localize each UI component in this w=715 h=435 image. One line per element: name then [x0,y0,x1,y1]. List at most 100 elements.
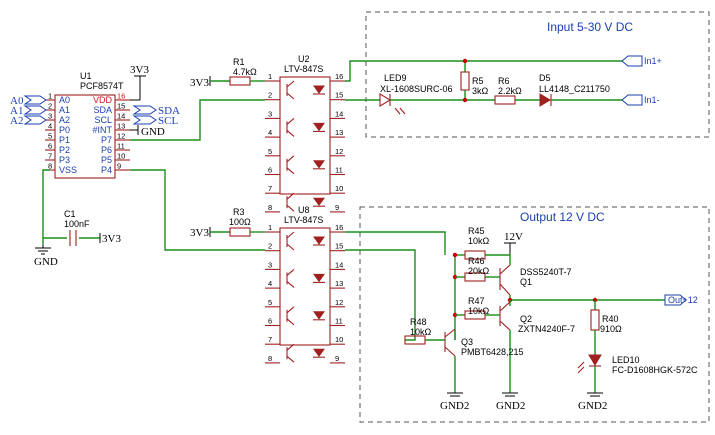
u1-pin-number: 11 [117,142,125,151]
opto-pin-number: 1 [268,223,272,232]
opto-led-icon [313,311,325,320]
opto-pin-number: 14 [335,260,343,269]
u1-pin-number: 3 [48,112,52,121]
opto-pin-number: 15 [335,242,343,251]
opto-pin-number: 7 [268,335,272,344]
opto-pin-number: 6 [268,166,272,175]
opto-pin-number: 10 [335,335,343,344]
u1-pin-number: 4 [48,122,52,131]
in-minus-port[interactable] [621,94,643,106]
opto-led-icon [313,85,325,94]
opto-pin-number: 3 [268,260,272,269]
opto-pin-number: 2 [268,242,272,251]
u1-ref: U1 [80,71,92,81]
net-3v3-top: 3V3 [130,64,149,76]
net-12v: 12V [504,231,523,243]
gnd-symbol-c1 [35,245,51,255]
input-section-box [365,11,710,138]
opto-pin-number: 10 [335,184,343,193]
r47-value: 10kΩ [468,306,490,316]
opto-pin-number: 4 [268,279,272,288]
opto-led-icon [313,197,325,207]
opto-pin-number: 1 [268,72,272,81]
q1-value: DSS5240T-7 [520,267,572,277]
u1-pin-name: VDD [93,95,113,105]
r6-resistor [494,95,516,105]
net-gnd-u1: GND [141,126,165,138]
u1-pin-number: 5 [48,132,52,141]
led10-ref: LED10 [612,355,640,365]
opto-pin-number: 16 [335,223,343,232]
opto-pin-number: 11 [335,166,343,175]
u1-pin-name: P3 [59,155,70,165]
r40-ref: R40 [602,314,619,324]
q2-ref: Q2 [520,314,532,324]
u1-pin-number: 15 [117,102,125,111]
u1-pin-name: SCL [94,115,112,125]
led10-value: FC-D1608HGK-572C [612,365,698,375]
net-sda: SDA [158,105,180,117]
net-3v3-c1: 3V3 [102,233,121,245]
opto-pin-number: 15 [335,91,343,100]
input-section-title: Input 5-30 V DC [547,20,633,34]
r5-resistor [460,71,470,91]
opto-led-icon [313,160,325,169]
opto-pin-number: 3 [268,109,272,118]
u1-pin-number: 12 [117,132,125,141]
u1-pin-name: P0 [59,125,70,135]
u1-part: PCF8574T [80,81,124,91]
led9-diode [379,93,406,115]
d5-ref: D5 [539,73,551,83]
opto-led-icon [313,348,325,358]
opto-pin-number: 8 [268,203,272,212]
u1-pin-name: P1 [59,135,70,145]
r3-ref: R3 [233,207,245,217]
q1-ref: Q1 [520,277,532,287]
c1-capacitor [69,230,77,246]
r46-ref: R46 [468,256,485,266]
u1-pin-number: 13 [117,122,125,131]
c1-value: 100nF [64,219,90,229]
d5-value: LL4148_C211750 [539,84,610,94]
u1-pin-name: P7 [101,135,112,145]
output-section-title: Output 12 V DC [520,210,605,224]
r1-ref: R1 [233,57,245,67]
r47-ref: R47 [468,296,485,306]
u8-part: LTV-847S [284,215,323,225]
r48-ref: R48 [410,317,427,327]
output-section-box [359,206,710,423]
c1-ref: C1 [64,209,76,219]
net-gnd2-a: GND2 [440,400,469,412]
u1-pin-name: VSS [59,165,77,175]
r45-ref: R45 [468,226,485,236]
opto-pin-number: 8 [268,354,272,363]
in-plus-port[interactable] [621,55,643,67]
opto-pin-number: 9 [335,203,339,212]
r3-resistor [229,227,251,237]
u8-ref: U8 [298,205,310,215]
opto-led-icon [313,236,325,245]
gnd2-symbol-b [502,392,518,397]
r40-value: 910Ω [600,324,622,334]
u1-pin-number: 9 [117,162,121,171]
opto-led-icon [313,273,325,283]
q2-transistor [499,301,511,331]
u1-pin-number: 8 [48,162,52,171]
r48-value: 10kΩ [410,327,432,337]
opto-pin-number: 12 [335,147,343,156]
opto-pin-number: 16 [335,72,343,81]
u1-pin-name: A1 [59,105,70,115]
led9-value: XL-1608SURC-06 [380,84,453,94]
net-gnd2-c: GND2 [578,400,607,412]
r5-ref: R5 [472,76,484,86]
opto-pin-number: 4 [268,128,272,137]
u1-pin-name: SDA [93,105,112,115]
out-plus-port[interactable] [664,294,687,306]
net-scl: SCL [158,115,178,127]
u1-pin-name: P6 [101,145,112,155]
gnd2-symbol-a [447,392,463,397]
u1-pin-number: 1 [48,92,52,101]
net-3v3-r3: 3V3 [190,227,209,239]
